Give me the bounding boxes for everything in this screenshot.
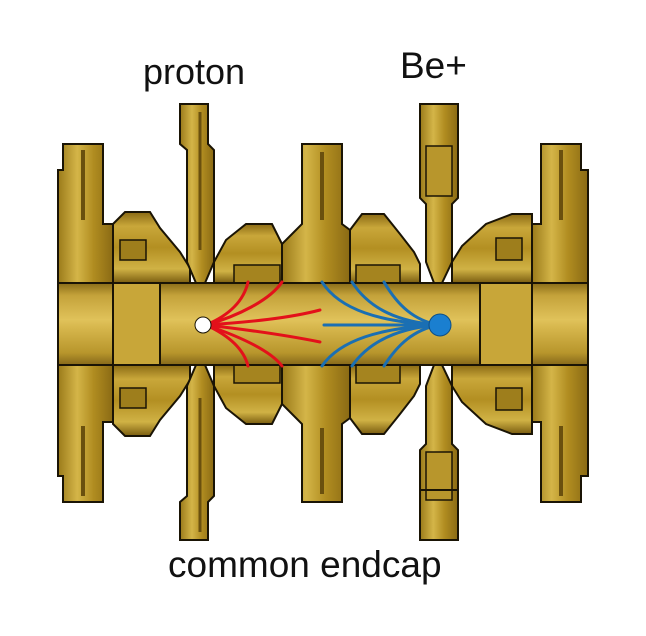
electrode-common-endcap [419,103,459,541]
be-ion-label: Be+ [400,45,467,86]
proton-field-line [204,280,284,327]
proton-field-line [204,308,322,327]
electrode-ring-center-left [213,223,283,425]
electrode-proton-endcap [179,103,215,541]
electrode-ring-center-right [349,213,421,435]
common-endcap-label: common endcap [168,544,442,585]
be-ion-particle [428,313,452,337]
proton-label: proton [143,51,246,92]
electrode-outer-left [57,143,114,503]
electrode-ring-right [451,213,533,435]
proton-field-lines [204,280,322,368]
electrode-outer-right [531,143,589,503]
proton-field-line [204,323,250,368]
proton-particle [194,316,212,334]
proton-field-line [204,323,322,344]
